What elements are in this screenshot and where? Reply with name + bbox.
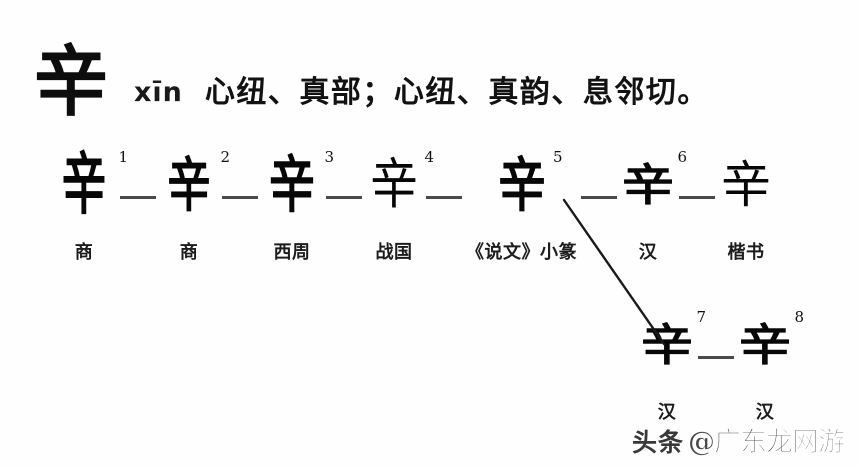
glyph-index-superscript: 6 [677, 148, 688, 166]
glyph-form: 辛 [739, 318, 791, 371]
entry-header: 辛 xīn 心纽、真部；心纽、真韵、息邻切。 [34, 28, 824, 128]
glyph-connector-dash [120, 196, 156, 199]
glyph-index-superscript: 5 [552, 148, 563, 166]
glyph-connector-dash [326, 196, 362, 199]
glyph-index-superscript: 2 [220, 148, 230, 166]
glyph-form: 辛 [370, 153, 418, 217]
glyph-era-label: 《说文》小篆 [466, 242, 578, 263]
watermark-site-label: @广东龙网游 [688, 427, 846, 459]
glyph-connector-dash [581, 196, 618, 199]
glyph-form: 辛 [269, 148, 315, 222]
pinyin-reading: xīn [134, 77, 183, 108]
watermark-platform-label: 头条 [631, 428, 684, 457]
glyph-index-superscript: 8 [794, 308, 804, 326]
glyph-connector-dash [222, 196, 258, 199]
headword-character: 辛 [34, 37, 108, 128]
glyph-connector-dash [679, 196, 716, 199]
glyph-form: 辛 [167, 150, 211, 220]
glyph-era-label: 西周 [273, 242, 311, 263]
glyph-era-label: 楷书 [727, 242, 765, 263]
glyph-era-label: 汉 [638, 242, 658, 263]
phonology-gloss: 心纽、真部；心纽、真韵、息邻切。 [204, 75, 709, 110]
glyph-era-label: 商 [74, 242, 94, 263]
glyph-box: 辛 [719, 150, 773, 220]
glyph-form: 辛 [641, 318, 693, 371]
glyph-index-superscript: 3 [324, 148, 334, 166]
glyph-era-label: 汉 [755, 402, 775, 423]
watermark: 头条 @广东龙网游 [631, 420, 846, 459]
glyph-era-label: 商 [179, 242, 199, 263]
glyph-index-superscript: 7 [696, 308, 706, 326]
glyph-form: 辛 [61, 145, 107, 225]
glyph-form: 辛 [497, 150, 546, 220]
glyph-index-superscript: 4 [424, 148, 435, 166]
glyph-era-label: 汉 [657, 402, 677, 423]
glyph-index-superscript: 1 [118, 148, 128, 166]
glyph-connector-dash [698, 356, 734, 359]
glyph-form: 辛 [622, 158, 675, 211]
glyph-era-label: 战国 [375, 242, 413, 263]
glyph-evolution-cell: 辛楷书 [719, 150, 773, 264]
glyph-connector-dash [426, 196, 463, 199]
glyph-form: 辛 [721, 156, 772, 214]
